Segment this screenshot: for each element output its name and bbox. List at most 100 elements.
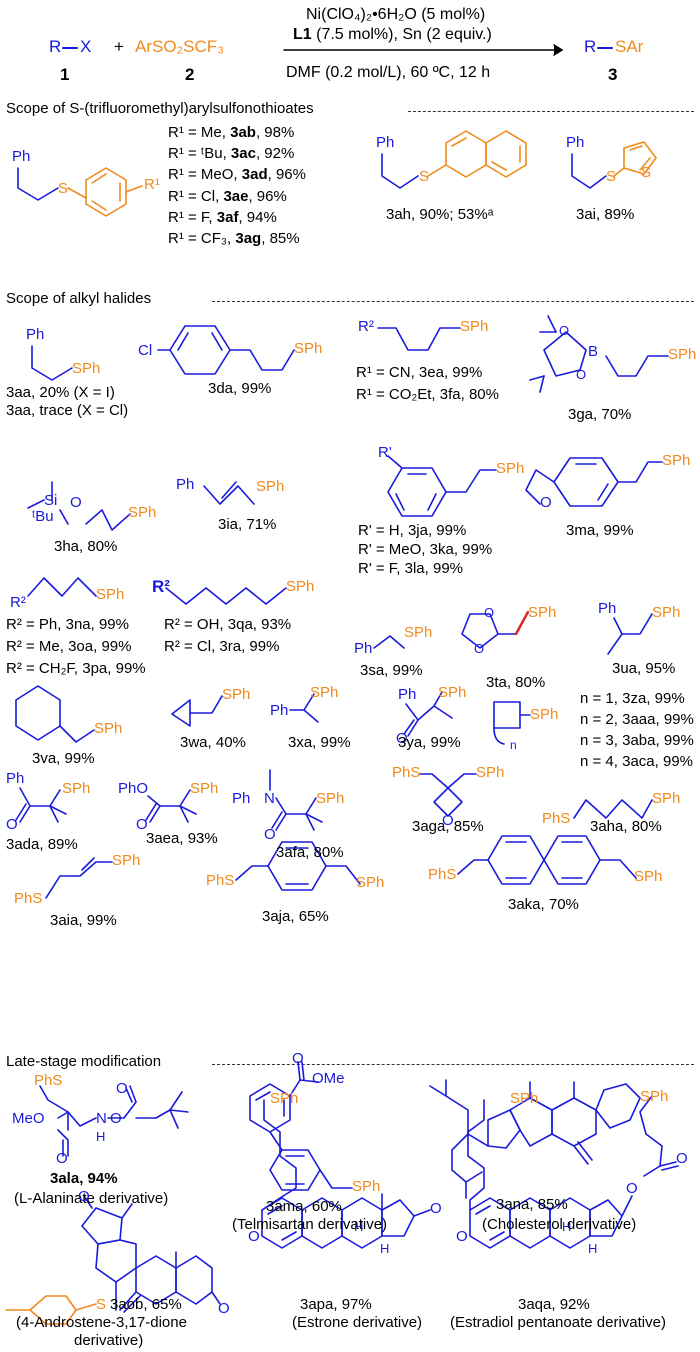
atom-o: O [442, 812, 454, 829]
atom-sph: SPh [438, 684, 467, 701]
aryl-entry-3ae: R¹ = Cl, 3ae, 96% [168, 187, 287, 205]
atom-sph: SPh [530, 706, 559, 723]
section-alkyl-scope: Scope of alkyl halides [6, 290, 152, 307]
structure-3aja [235, 841, 361, 891]
label-3ua: 3ua, 95% [612, 660, 676, 677]
atom-h: H [354, 1219, 364, 1234]
label-3aga: 3aga, 85% [412, 818, 484, 835]
ligand-details: (7.5 mol%), Sn (2 equiv.) [311, 26, 492, 43]
atom-o: O [474, 641, 485, 656]
label-3fa: R¹ = CO₂Et, 3fa, 80% [356, 386, 499, 403]
atom-ph: Ph [270, 702, 289, 719]
structure-3aha [573, 799, 653, 819]
desc-3aob-1: (4-Androstene-3,17-dione [16, 1314, 187, 1331]
section-divider [408, 111, 694, 112]
atom-n-index: n [510, 738, 517, 752]
structure-3aob [81, 1195, 221, 1313]
structure-3ua [607, 613, 653, 655]
atom-phs: PhS [206, 872, 235, 889]
structure-3ta [461, 613, 517, 649]
label-3ga: 3ga, 70% [568, 406, 632, 423]
atom-sph: SPh [128, 504, 157, 521]
structure-3aka [457, 835, 637, 885]
atom-sph: SPh [294, 340, 323, 357]
aryl-entry-3ag: R¹ = CF₃, 3ag, 85% [168, 230, 300, 248]
structure-3wa [171, 695, 223, 727]
atom-h: H [380, 1241, 390, 1256]
structure-3ai [571, 153, 607, 189]
section-divider [212, 1064, 694, 1065]
label-3za: n = 1, 3za, 99% [580, 690, 685, 707]
atom-o: O [576, 367, 587, 382]
label-3ma: 3ma, 99% [566, 522, 634, 539]
atom-ph: Ph [376, 134, 395, 151]
structure-3va [15, 685, 95, 743]
aryl-entry-3ad: R¹ = MeO, 3ad, 96% [168, 166, 306, 184]
condition-catalyst: Ni(ClO₄)₂•6H₂O (5 mol%) [306, 6, 486, 23]
label-3sa: 3sa, 99% [360, 662, 423, 679]
desc-3apa: (Estrone derivative) [292, 1314, 423, 1331]
atom-phs: PhS [428, 866, 457, 883]
atom-sph: SPh [528, 604, 557, 621]
atom-phs: PhS [14, 890, 43, 907]
structure-3apa [261, 1099, 431, 1249]
desc-3ana: (Cholesterol derivative) [482, 1216, 637, 1233]
label-3aea: 3aea, 93% [146, 830, 218, 847]
desc-3ala: (L-Alaninate derivative) [14, 1190, 169, 1207]
aryl-entry-3ab: R¹ = Me, 3ab, 98% [168, 124, 295, 141]
structure-3ama [249, 1061, 353, 1191]
atom-sph: SPh [404, 624, 433, 641]
atom-sph: SPh [652, 790, 681, 807]
structure-3ala [39, 1085, 189, 1157]
label-3xa: 3xa, 99% [288, 734, 351, 751]
plus-sign: + [114, 37, 124, 56]
label-3aca: n = 4, 3aca, 99% [580, 753, 693, 770]
reactant-r: R [49, 37, 62, 56]
atom-phs: PhS [34, 1072, 63, 1089]
atom-ph: Ph [232, 790, 251, 807]
atom-o: O [248, 1228, 260, 1245]
product-sar: SAr [615, 37, 644, 56]
label-3ra: R² = Cl, 3ra, 99% [164, 638, 280, 655]
atom-sph: SPh [310, 684, 339, 701]
aryl-entry-3af: R¹ = F, 3af, 94% [168, 208, 277, 226]
label-3aob: 3aob, 65% [110, 1296, 182, 1313]
reaction-arrow [283, 44, 563, 56]
atom-r2: R² [152, 577, 170, 596]
atom-b: B [588, 343, 599, 360]
desc-3aqa: (Estradiol pentanoate derivative) [450, 1314, 666, 1331]
atom-ph: Ph [12, 148, 31, 165]
atom-sph: SPh [634, 868, 663, 885]
atom-ph: Ph [566, 134, 585, 151]
structure-3xa [289, 693, 319, 723]
atom-sph: SPh [668, 346, 697, 363]
atom-r2: R² [358, 318, 374, 335]
desc-3aob-2: derivative) [74, 1332, 144, 1349]
condition-solvent: DMF (0.2 mol/L), 60 ºC, 12 h [286, 64, 491, 81]
atom-sph: SPh [94, 720, 123, 737]
atom-sph: SPh [476, 764, 505, 781]
atom-r2: R² [10, 594, 26, 611]
label-3ama: 3ama, 60% [266, 1198, 342, 1215]
atom-o: O [56, 1150, 68, 1167]
label-3ai: 3ai, 89% [576, 206, 635, 223]
desc-3ama: (Telmisartan derivative) [232, 1216, 388, 1233]
atom-n: N [264, 790, 275, 807]
atom-sph: SPh [112, 852, 141, 869]
structure-3da [157, 325, 295, 375]
structure-3aia [45, 857, 113, 899]
label-3qa: R² = OH, 3qa, 93% [164, 616, 292, 633]
cyclobutyl-list: n = 1, 3za, 99% n = 2, 3aaa, 99% n = 3, … [580, 688, 694, 772]
label-3aa-cl: 3aa, trace (X = Cl) [6, 402, 129, 419]
atom-sph: SPh [222, 686, 251, 703]
compound-number-2: 2 [185, 65, 195, 84]
atom-o: O [218, 1300, 230, 1317]
atom-o: O [78, 1188, 90, 1205]
reactant-arso2scf3: ArSO₂SCF₃ [135, 37, 225, 56]
label-3apa: 3apa, 97% [300, 1296, 372, 1313]
atom-ph: Ph [26, 326, 45, 343]
structure-3na [27, 577, 97, 597]
atom-s-thiophene: S [641, 164, 652, 181]
atom-sph: SPh [286, 578, 315, 595]
